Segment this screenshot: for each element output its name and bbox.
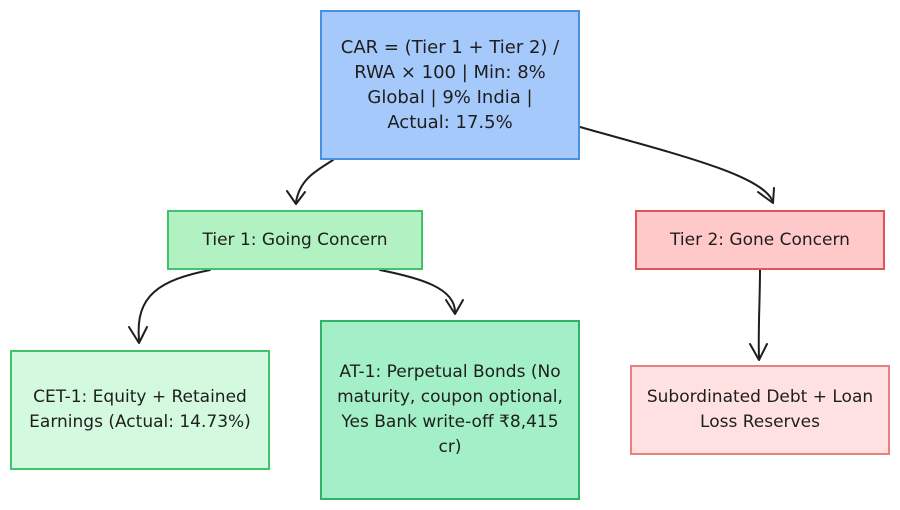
node-label: CET-1: Equity + Retained Earnings (Actua… [29, 387, 251, 432]
edge-tier1-at1 [379, 269, 464, 315]
node-cet-1: CET-1: Equity + Retained Earnings (Actua… [10, 350, 270, 470]
node-label: CAR = (Tier 1 + Tier 2) / RWA × 100 | Mi… [340, 37, 560, 133]
node-label: Tier 1: Going Concern [202, 229, 388, 250]
edge-tier2-subordinated [749, 269, 768, 361]
node-label: AT-1: Perpetual Bonds (No maturity, coup… [337, 362, 563, 457]
node-at-1: AT-1: Perpetual Bonds (No maturity, coup… [320, 320, 580, 500]
node-subordinated-debt: Subordinated Debt + Loan Loss Reserves [630, 365, 890, 455]
node-tier-2: Tier 2: Gone Concern [635, 210, 885, 270]
node-tier-1: Tier 1: Going Concern [167, 210, 423, 270]
edge-tier1-cet1 [128, 269, 211, 344]
node-capital-adequacy-ratio: CAR = (Tier 1 + Tier 2) / RWA × 100 | Mi… [320, 10, 580, 160]
edge-root-tier1 [286, 159, 334, 205]
node-label: Subordinated Debt + Loan Loss Reserves [646, 387, 874, 432]
node-label: Tier 2: Gone Concern [670, 229, 850, 250]
edge-root-tier2 [579, 126, 775, 204]
